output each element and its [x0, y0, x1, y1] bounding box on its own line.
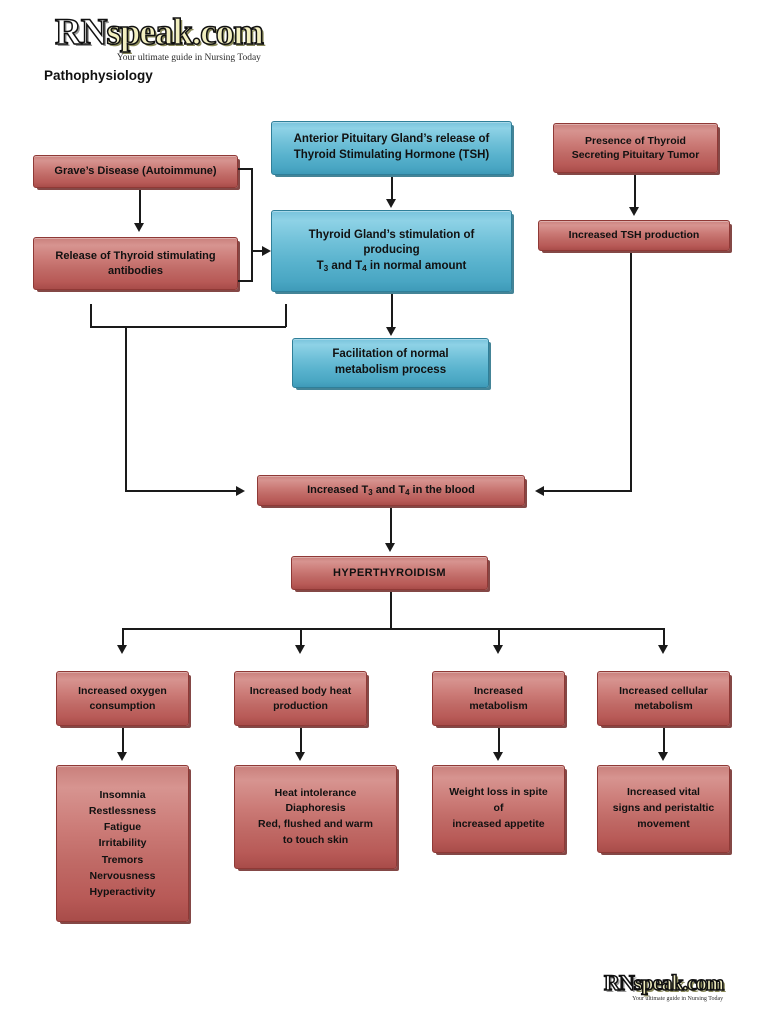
connector-t3t4-to-hyperthyroidism [390, 508, 392, 544]
rnspeak-logo-top: RNspeak.com Your ultimate guide in Nursi… [54, 12, 265, 64]
connector-graves-to-antibodies [139, 190, 141, 224]
connector-left-bracket-riser-b [285, 304, 287, 327]
node-symptoms-weight-loss[interactable]: Weight loss in spite of increased appeti… [432, 765, 565, 853]
node-increased-t3-t4-blood[interactable]: Increased T3 and T4 in the blood [257, 475, 525, 506]
connector-metabolism-to-symptoms [498, 728, 500, 754]
arrowhead-branch-3 [493, 645, 503, 654]
arrowhead-branch-4 [658, 645, 668, 654]
connector-cellular-to-symptoms [663, 728, 665, 754]
logo-speak-text: speak.com [106, 12, 265, 53]
connector-branch-bus [122, 628, 664, 630]
node-increased-cellular-metabolism[interactable]: Increased cellular metabolism [597, 671, 730, 726]
logo-speak-text: speak.com [633, 970, 725, 995]
rnspeak-logo-watermark: RNspeak.com Your ultimate guide in Nursi… [603, 970, 725, 1002]
node-increased-oxygen-consumption[interactable]: Increased oxygen consumption [56, 671, 189, 726]
thyroid-line-3: T3 and T4 in normal amount [316, 259, 467, 274]
connector-left-bracket-top [90, 326, 286, 328]
logo-wordmark: RNspeak.com [603, 970, 725, 995]
connector-tumor-to-tsh [634, 175, 636, 208]
logo-rn-text: RN [603, 970, 635, 995]
logo-rn-text: RN [54, 12, 108, 53]
connector-bodyheat-to-symptoms [300, 728, 302, 754]
connector-oxygen-to-symptoms [122, 728, 124, 754]
connector-branch-drop-3 [498, 628, 500, 648]
arrowhead-tsh-to-t3t4 [535, 486, 544, 496]
arrowhead-branch-2 [295, 645, 305, 654]
node-symptoms-vital-signs[interactable]: Increased vital signs and peristaltic mo… [597, 765, 730, 853]
connector-merge-bus-left [251, 168, 253, 282]
arrowhead-tumor-to-tsh [629, 207, 639, 216]
connector-thyroid-to-facilitation [391, 294, 393, 328]
connector-tsh-to-t3t4-vertical [630, 253, 632, 492]
arrowhead-t3t4-to-hyperthyroidism [385, 543, 395, 552]
connector-bus-to-thyroid-gland [251, 250, 264, 252]
node-increased-tsh[interactable]: Increased TSH production [538, 220, 730, 251]
arrowhead-cellular-to-symptoms [658, 752, 668, 761]
connector-graves-right [238, 168, 252, 170]
connector-antibodies-right [238, 280, 252, 282]
node-thyroid-antibodies[interactable]: Release of Thyroid stimulating antibodie… [33, 237, 238, 290]
thyroid-line-1: Thyroid Gland’s stimulation of [308, 228, 475, 241]
logo-tagline: Your ultimate guide in Nursing Today [116, 53, 261, 63]
logo-tagline: Your ultimate guide in Nursing Today [632, 996, 724, 1002]
arrowhead-bus-to-thyroid-gland [262, 246, 271, 256]
page-title: Pathophysiology [44, 68, 153, 83]
arrowhead-left-path-to-t3t4 [236, 486, 245, 496]
t3t4-text: Increased T3 and T4 in the blood [307, 484, 475, 498]
node-symptoms-neurologic[interactable]: Insomnia Restlessness Fatigue Irritabili… [56, 765, 189, 922]
connector-left-path-down [125, 326, 127, 491]
connector-left-bracket-riser-a [90, 304, 92, 327]
thyroid-line-2: producing [363, 244, 420, 257]
logo-wordmark: RNspeak.com [54, 12, 265, 53]
connector-hyperthyroidism-stem [390, 592, 392, 629]
connector-branch-drop-2 [300, 628, 302, 648]
arrowhead-graves-to-antibodies [134, 223, 144, 232]
connector-tsh-to-t3t4-horizontal [544, 490, 632, 492]
arrowhead-metabolism-to-symptoms [493, 752, 503, 761]
node-facilitation-metabolism[interactable]: Facilitation of normal metabolism proces… [292, 338, 489, 388]
arrowhead-branch-1 [117, 645, 127, 654]
node-hyperthyroidism[interactable]: HYPERTHYROIDISM [291, 556, 488, 590]
node-symptoms-heat[interactable]: Heat intolerance Diaphoresis Red, flushe… [234, 765, 397, 869]
connector-branch-drop-1 [122, 628, 124, 648]
arrowhead-oxygen-to-symptoms [117, 752, 127, 761]
connector-left-path-to-t3t4 [125, 490, 238, 492]
node-increased-body-heat[interactable]: Increased body heat production [234, 671, 367, 726]
arrowhead-bodyheat-to-symptoms [295, 752, 305, 761]
connector-branch-drop-4 [663, 628, 665, 648]
node-pituitary-tumor[interactable]: Presence of Thyroid Secreting Pituitary … [553, 123, 718, 173]
arrowhead-pituitary-to-thyroid [386, 199, 396, 208]
node-anterior-pituitary[interactable]: Anterior Pituitary Gland’s release of Th… [271, 121, 512, 175]
arrowhead-thyroid-to-facilitation [386, 327, 396, 336]
node-graves-disease[interactable]: Grave’s Disease (Autoimmune) [33, 155, 238, 188]
node-thyroid-gland-stimulation[interactable]: Thyroid Gland’s stimulation of producing… [271, 210, 512, 292]
connector-pituitary-to-thyroid [391, 177, 393, 201]
node-increased-metabolism[interactable]: Increased metabolism [432, 671, 565, 726]
